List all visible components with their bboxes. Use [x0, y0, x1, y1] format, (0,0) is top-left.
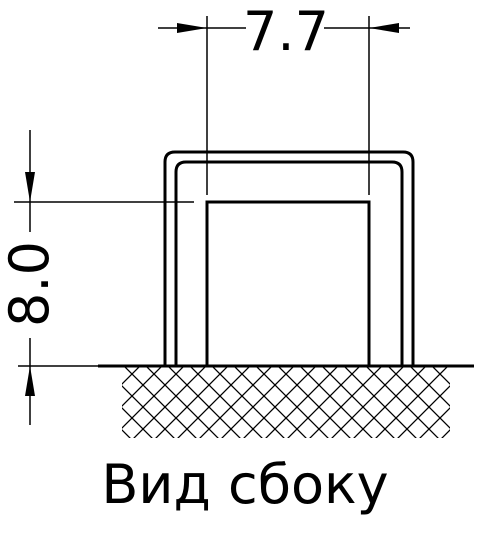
part-outline — [163, 150, 415, 366]
view-caption: Вид сбоку — [101, 453, 389, 516]
height-dimension-label: 8.0 — [0, 241, 61, 327]
height-dimension — [14, 130, 194, 425]
ground-hatching — [122, 366, 450, 438]
width-dimension-label: 7.7 — [243, 0, 329, 63]
width-dimension — [158, 16, 410, 195]
